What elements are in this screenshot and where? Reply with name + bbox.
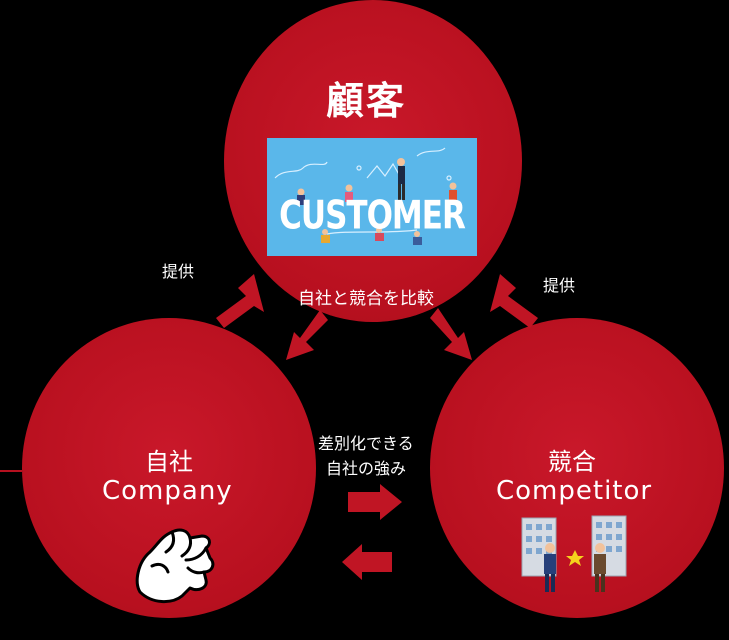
compare-arrow-to-competitor [430,308,472,360]
provide-arrow-right [490,274,538,328]
customer-title: 顧客 [326,79,407,123]
pointing-hand-icon [135,528,215,603]
compare-label: 自社と競合を比較 [298,289,434,309]
arrow-company-to-competitor [348,484,402,520]
provide-label-right: 提供 [543,276,576,295]
competitor-circle [430,318,724,618]
provide-arrow-left [216,274,264,328]
company-subtitle: Company [102,476,233,506]
people-illustration-icon [274,147,457,245]
arrow-competitor-to-company [342,544,392,580]
customer-illustration: CUSTOMER [267,138,477,256]
competitor-title: 競合 [548,448,596,476]
differentiation-label-line1: 差別化できる [318,434,414,453]
company-title: 自社 [145,448,193,476]
differentiation-label-line2: 自社の強み [326,459,407,478]
edge-line [0,470,22,472]
provide-label-left: 提供 [162,262,195,281]
compare-arrow-to-company [286,310,328,360]
competitor-subtitle: Competitor [496,476,653,506]
customer-image-text: CUSTOMER [279,193,466,239]
businessmen-buildings-icon [521,515,627,592]
